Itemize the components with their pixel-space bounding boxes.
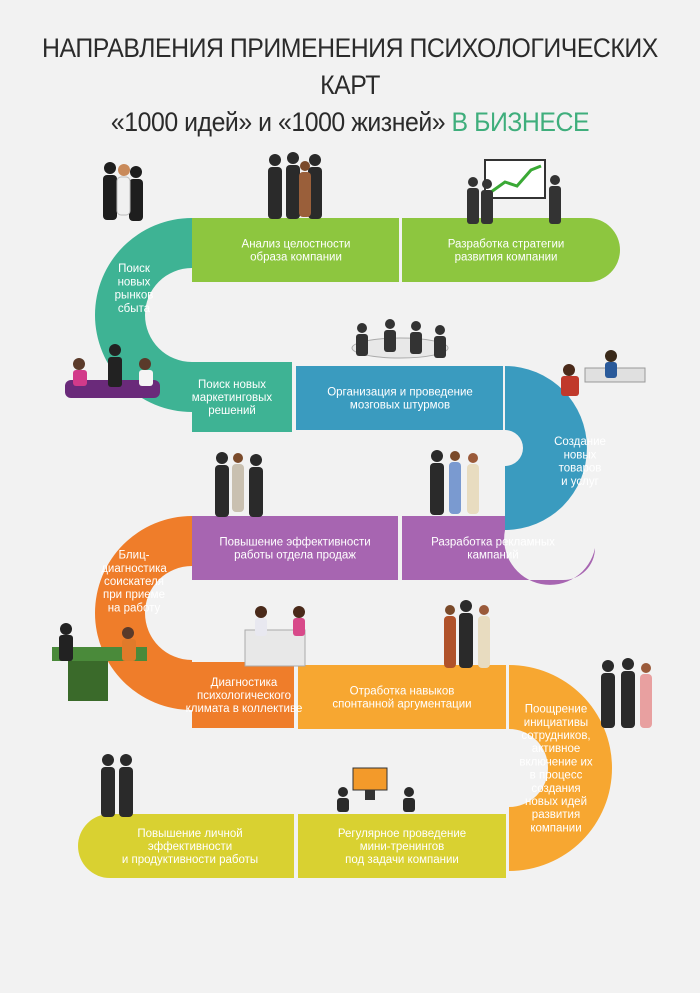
infographic-title: НАПРАВЛЕНИЯ ПРИМЕНЕНИЯ ПСИХОЛОГИЧЕСКИХ К… bbox=[28, 30, 672, 141]
label-line: сотрудников, bbox=[521, 730, 590, 742]
label-line: Отработка навыков bbox=[350, 685, 455, 697]
label-line: маркетинговых bbox=[192, 392, 273, 404]
label-line: решений bbox=[208, 405, 256, 417]
people-illustration-7 bbox=[101, 754, 133, 817]
label-line: рынков bbox=[115, 290, 154, 302]
title-line-2-accent: В БИЗНЕСЕ bbox=[451, 107, 590, 137]
laptop-desk-illustration bbox=[244, 606, 306, 667]
title-line-1: НАПРАВЛЕНИЯ ПРИМЕНЕНИЯ ПСИХОЛОГИЧЕСКИХ К… bbox=[42, 33, 658, 100]
segment-sales bbox=[192, 516, 398, 580]
interview-desk-illustration bbox=[52, 623, 147, 701]
sofa-group-illustration bbox=[65, 344, 160, 398]
label-line: и услуг bbox=[561, 476, 599, 488]
label-line: кампаний bbox=[467, 550, 518, 562]
people-illustration-3 bbox=[215, 452, 263, 517]
people-illustration-2 bbox=[268, 152, 322, 219]
label-line: Повышение эффективности bbox=[219, 536, 370, 548]
label-line: Разработка стратегии bbox=[448, 238, 565, 250]
segment-marketing bbox=[192, 362, 292, 432]
label-brainstorm: Организация и проведение мозговых штурмов bbox=[327, 386, 473, 411]
segment-advertising bbox=[402, 516, 595, 585]
label-line: Поиск новых bbox=[198, 379, 266, 391]
segment-products bbox=[505, 366, 587, 530]
segment-brainstorm bbox=[296, 366, 503, 430]
label-line: товаров bbox=[559, 463, 602, 475]
label-line: при приеме bbox=[103, 589, 165, 601]
people-illustration-4 bbox=[430, 450, 479, 515]
label-line: новых bbox=[564, 449, 597, 461]
segment-strategy bbox=[402, 218, 620, 282]
label-line: в процесс bbox=[530, 770, 583, 782]
people-illustration-1 bbox=[103, 162, 143, 221]
label-line: инициативы bbox=[524, 717, 588, 729]
label-line: Диагностика bbox=[211, 677, 278, 689]
label-line: спонтанной аргументации bbox=[332, 699, 471, 711]
label-line: на работу bbox=[108, 602, 161, 614]
label-line: мини-тренингов bbox=[360, 841, 445, 853]
label-strategy: Разработка стратегии развития компании bbox=[448, 238, 565, 263]
presentation-illustration bbox=[467, 159, 561, 224]
label-line: Поощрение bbox=[525, 704, 587, 716]
label-line: новых bbox=[118, 276, 151, 288]
label-line: Создание bbox=[554, 436, 606, 448]
segment-climate bbox=[192, 662, 294, 728]
label-argumentation: Отработка навыков спонтанной аргументации bbox=[332, 685, 471, 710]
segment-analysis bbox=[192, 218, 399, 282]
label-line: Блиц- bbox=[119, 550, 150, 562]
label-line: развития bbox=[532, 809, 580, 821]
label-line: Повышение личной bbox=[137, 828, 242, 840]
label-line: соискателя bbox=[104, 576, 164, 588]
label-line: климата в коллективе bbox=[186, 703, 303, 715]
label-line: Поиск bbox=[118, 263, 151, 275]
segment-trainings bbox=[298, 814, 506, 878]
label-line: новых идей bbox=[525, 796, 587, 808]
label-line: создания bbox=[531, 783, 580, 795]
label-line: Организация и проведение bbox=[327, 386, 473, 398]
label-line: диагностика bbox=[101, 563, 167, 575]
office-chair-illustration bbox=[561, 350, 646, 396]
label-line: включение их bbox=[519, 756, 593, 768]
people-illustration-5 bbox=[444, 600, 490, 668]
label-line: активное bbox=[532, 743, 581, 755]
label-line: и продуктивности работы bbox=[122, 854, 258, 866]
computer-training-illustration bbox=[337, 767, 415, 812]
label-line: Регулярное проведение bbox=[338, 828, 466, 840]
label-sales: Повышение эффективности работы отдела про… bbox=[219, 536, 370, 561]
label-analysis: Анализ целостности образа компании bbox=[242, 238, 351, 263]
label-advertising: Разработка рекламных кампаний bbox=[431, 536, 555, 561]
segment-argumentation bbox=[298, 665, 506, 729]
segment-initiative bbox=[509, 665, 612, 871]
title-line-2: «1000 идей» и «1000 жизней» В БИЗНЕСЕ bbox=[28, 104, 672, 141]
segment-blitz bbox=[95, 516, 192, 710]
label-line: сбыта bbox=[118, 303, 151, 315]
meeting-illustration bbox=[351, 319, 449, 359]
label-line: компании bbox=[530, 822, 581, 834]
label-line: Разработка рекламных bbox=[431, 536, 555, 548]
label-line: эффективности bbox=[148, 841, 232, 853]
label-line: Анализ целостности bbox=[242, 238, 351, 250]
people-illustration-6 bbox=[601, 658, 652, 728]
label-line: психологического bbox=[197, 690, 291, 702]
label-line: развития компании bbox=[455, 252, 558, 264]
label-line: работы отдела продаж bbox=[234, 550, 356, 562]
title-line-2-prefix: «1000 идей» и «1000 жизней» bbox=[110, 107, 446, 137]
label-line: образа компании bbox=[250, 252, 342, 264]
segment-personal bbox=[78, 814, 294, 878]
label-line: мозговых штурмов bbox=[350, 400, 450, 412]
label-line: под задачи компании bbox=[345, 854, 459, 866]
